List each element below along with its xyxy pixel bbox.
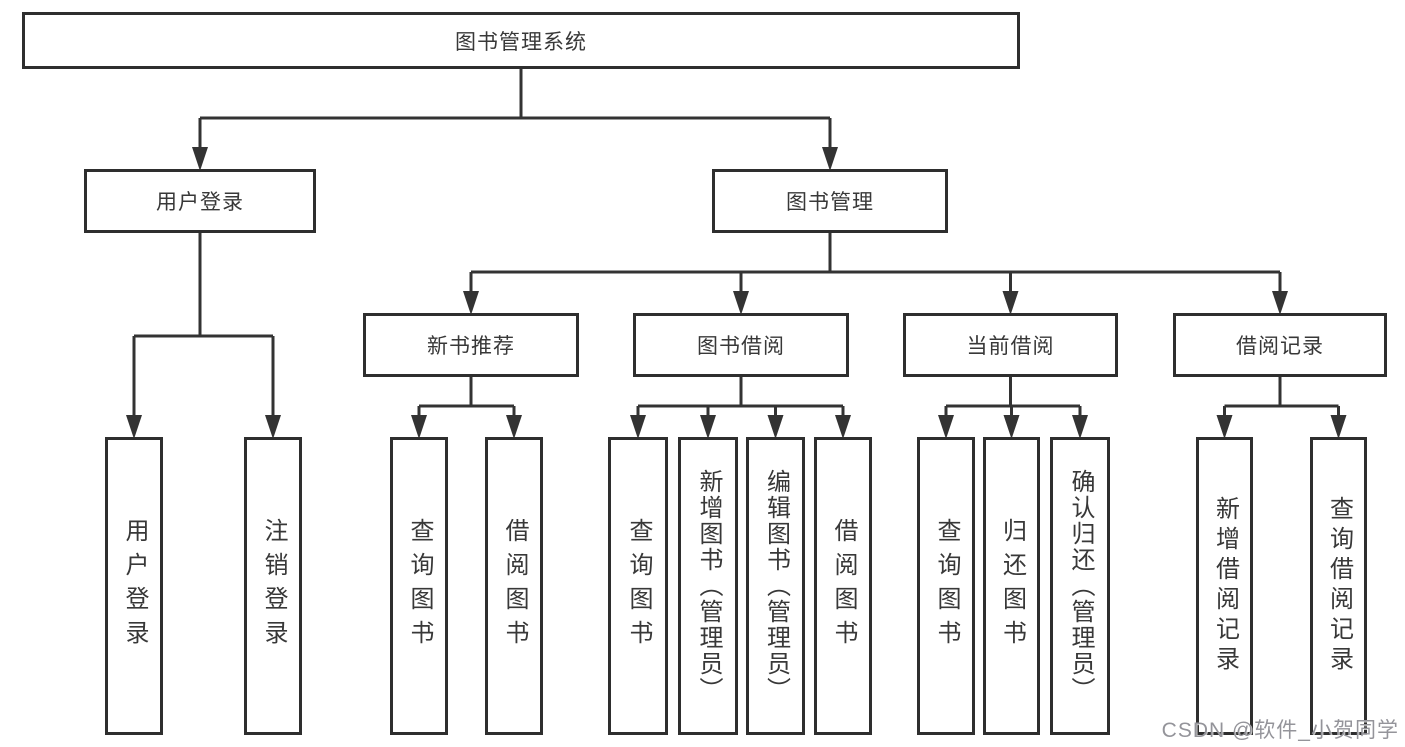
arrowhead-icon bbox=[1072, 415, 1088, 439]
node-book-borrow: 图书借阅 bbox=[633, 313, 849, 377]
node-leaf-bor-add-book: 新增图书（管理员） bbox=[678, 437, 738, 735]
edge-line bbox=[944, 375, 1082, 417]
node-leaf-user-login: 用户登录 bbox=[105, 437, 163, 735]
node-label: 查询图书 bbox=[933, 518, 960, 654]
arrowhead-icon bbox=[700, 415, 716, 439]
node-label: 归还图书 bbox=[998, 518, 1026, 654]
node-leaf-cur-confirm-return: 确认归还（管理员） bbox=[1050, 437, 1110, 735]
node-label: 图书借阅 bbox=[697, 335, 785, 358]
arrowhead-icon bbox=[192, 147, 208, 171]
node-label: 用户登录 bbox=[156, 191, 244, 214]
arrowhead-icon bbox=[733, 291, 749, 315]
arrowhead-icon bbox=[767, 415, 784, 439]
node-label: 图书管理系统 bbox=[455, 30, 587, 54]
arrowhead-icon bbox=[1330, 415, 1347, 439]
node-leaf-logout: 注销登录 bbox=[244, 437, 302, 735]
node-leaf-rec-borrow-book: 借阅图书 bbox=[485, 437, 543, 735]
arrowhead-icon bbox=[126, 415, 142, 439]
node-label: 用户登录 bbox=[121, 518, 148, 654]
node-root: 图书管理系统 bbox=[22, 12, 1020, 69]
node-label: 新书推荐 bbox=[427, 335, 515, 358]
arrowhead-icon bbox=[630, 415, 646, 439]
edge-line bbox=[132, 231, 275, 417]
watermark: CSDN @软件_小贺同学 bbox=[1161, 719, 1399, 742]
node-label: 查询借阅记录 bbox=[1325, 496, 1353, 676]
arrowhead-icon bbox=[506, 415, 522, 439]
node-label: 新增借阅记录 bbox=[1211, 496, 1239, 676]
node-label: 新增图书（管理员） bbox=[695, 469, 722, 703]
node-leaf-bor-edit-book: 编辑图书（管理员） bbox=[746, 437, 805, 735]
node-leaf-query-borrow-record: 查询借阅记录 bbox=[1310, 437, 1367, 735]
edge-line bbox=[469, 231, 1282, 293]
node-leaf-cur-query-book: 查询图书 bbox=[917, 437, 975, 735]
arrowhead-icon bbox=[938, 415, 954, 439]
arrowhead-icon bbox=[265, 415, 281, 439]
node-leaf-bor-query-book: 查询图书 bbox=[608, 437, 668, 735]
node-label: 查询图书 bbox=[406, 518, 433, 654]
arrowhead-icon bbox=[463, 291, 479, 315]
arrowhead-icon bbox=[411, 415, 427, 439]
node-leaf-rec-query-book: 查询图书 bbox=[390, 437, 448, 735]
arrowhead-icon bbox=[835, 415, 851, 439]
node-label: 查询图书 bbox=[625, 518, 652, 654]
node-current-borrow: 当前借阅 bbox=[903, 313, 1118, 377]
node-label: 借阅图书 bbox=[501, 518, 528, 654]
node-label: 确认归还（管理员） bbox=[1067, 469, 1094, 703]
node-book-mgmt: 图书管理 bbox=[712, 169, 948, 233]
node-leaf-cur-return-book: 归还图书 bbox=[983, 437, 1040, 735]
node-label: 借阅记录 bbox=[1236, 335, 1324, 358]
node-borrow-records: 借阅记录 bbox=[1173, 313, 1387, 377]
arrowhead-icon bbox=[1003, 415, 1020, 439]
node-leaf-add-borrow-record: 新增借阅记录 bbox=[1196, 437, 1253, 735]
node-label: 注销登录 bbox=[260, 518, 287, 654]
edge-line bbox=[1223, 375, 1340, 417]
node-label: 借阅图书 bbox=[830, 518, 857, 654]
arrowhead-icon bbox=[1216, 415, 1233, 439]
node-new-book-rec: 新书推荐 bbox=[363, 313, 579, 377]
node-label: 编辑图书（管理员） bbox=[762, 469, 790, 703]
node-user-login: 用户登录 bbox=[84, 169, 316, 233]
arrowhead-icon bbox=[1002, 291, 1019, 315]
node-label: 当前借阅 bbox=[966, 335, 1055, 358]
node-label: 图书管理 bbox=[786, 191, 874, 214]
edge-line bbox=[417, 375, 516, 417]
node-leaf-bor-borrow-book: 借阅图书 bbox=[814, 437, 872, 735]
arrowhead-icon bbox=[822, 147, 838, 171]
edge-line bbox=[636, 375, 845, 417]
edge-line bbox=[198, 67, 832, 149]
arrowhead-icon bbox=[1272, 291, 1288, 315]
